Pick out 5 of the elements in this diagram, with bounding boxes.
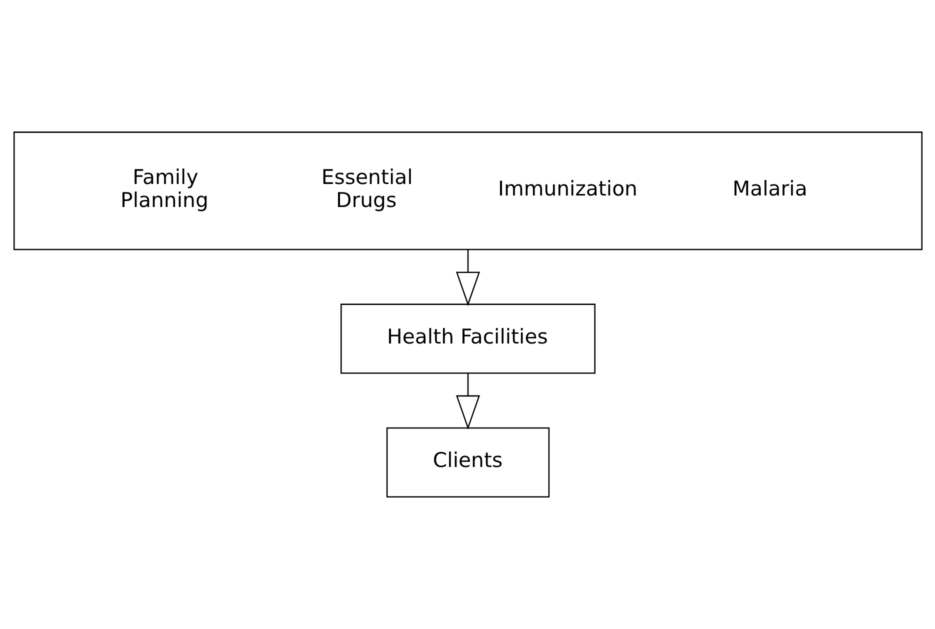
node-box: Family Planning Essential Drugs Immunization Malaria bbox=[12, 132, 922, 250]
arrow bbox=[455, 373, 480, 430]
node-box: Clients bbox=[386, 427, 550, 498]
arrow bbox=[455, 250, 480, 306]
node-box: Health Facilities bbox=[340, 304, 595, 374]
